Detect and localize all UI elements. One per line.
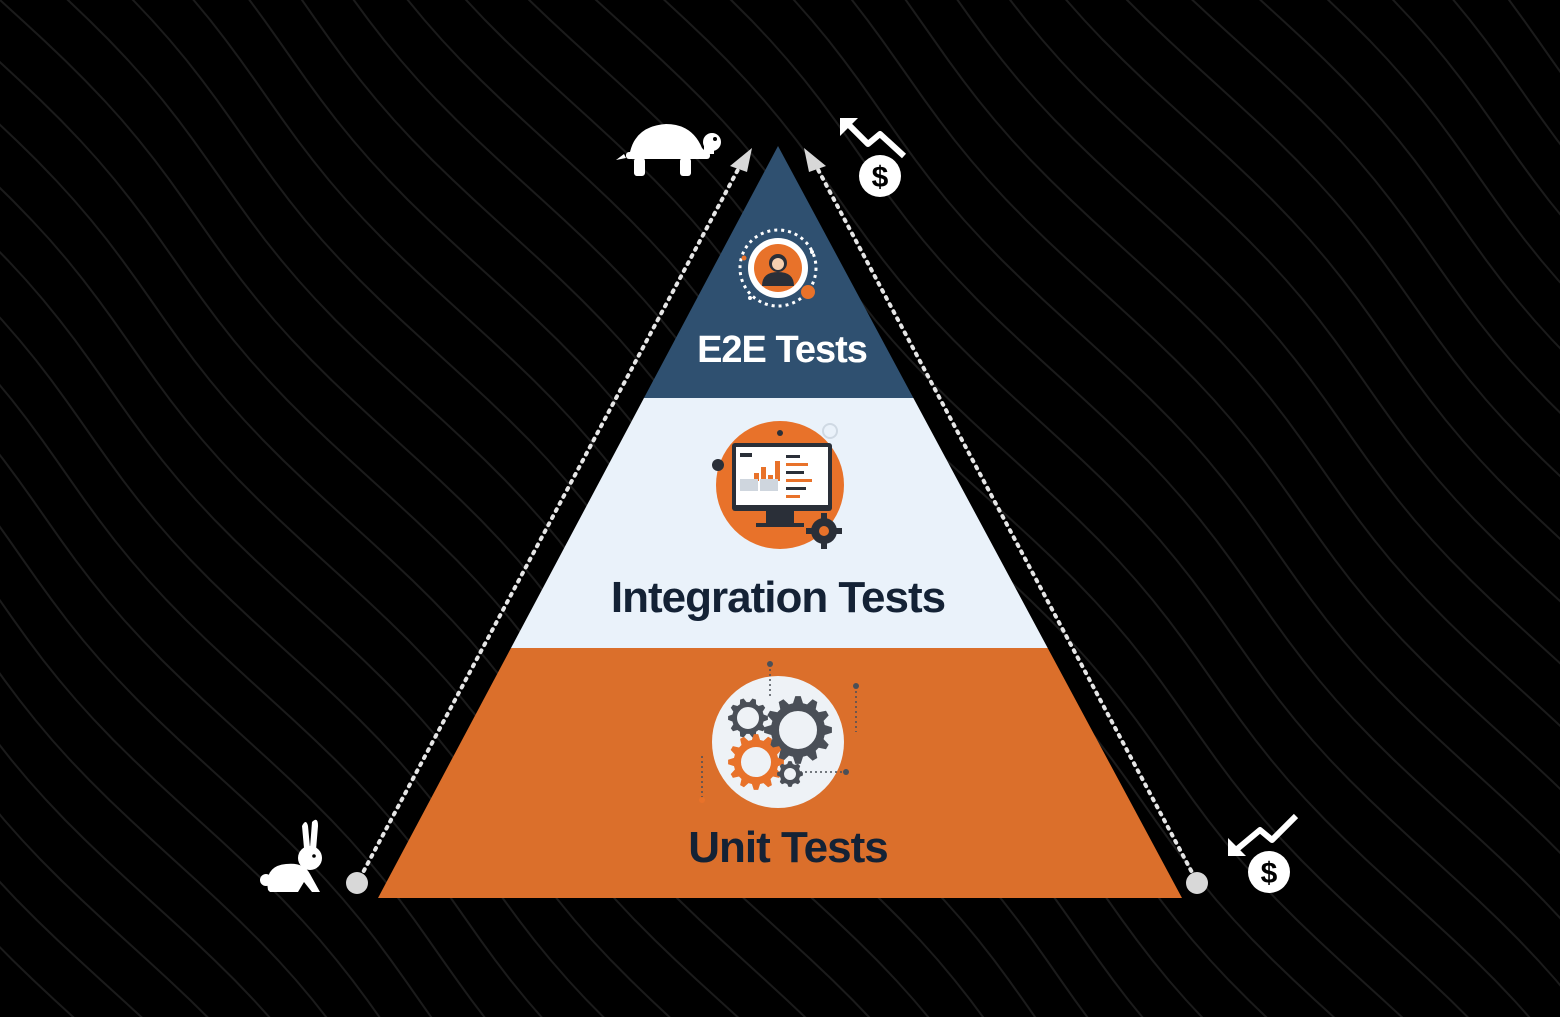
user-avatar-icon [738,228,818,308]
turtle-icon [616,124,721,176]
tier-label-integration: Integration Tests [611,573,945,622]
dollar-sign: $ [872,161,889,194]
wave-line [0,453,486,1017]
gears-icon [699,661,859,808]
tier-label-unit: Unit Tests [688,823,887,872]
wave-line [0,813,209,1017]
rabbit-icon [260,819,322,892]
dollar-sign: $ [1261,857,1278,890]
wave-line [792,0,1560,855]
tier-label-e2e: E2E Tests [697,329,867,371]
wave-line [956,0,1560,665]
wave-line [594,0,1531,1017]
wave-line [0,598,381,1017]
wave-line [1125,0,1560,478]
wave-line [1191,0,1560,414]
gear-hole [777,709,819,751]
wave-line [0,743,271,1017]
left-axis-line [358,160,744,880]
monitor-chart-icon [712,421,844,549]
wave-line [1326,0,1560,284]
wave-line [0,672,328,1017]
gear-hole [739,745,773,779]
wave-line [729,0,1560,920]
wave-line [1064,0,1560,541]
wave-line [904,0,1560,728]
right-axis-line [812,160,1197,880]
gear-hole [735,705,761,731]
wave-line [850,0,1560,791]
left-axis-origin-dot [346,872,368,894]
wave-line [1391,0,1560,216]
left-axis-arrowhead [730,148,752,172]
wave-line [1259,0,1560,350]
cost-up-icon: $ [840,118,907,197]
cost-down-icon: $ [1228,813,1299,893]
wave-line [1008,0,1560,603]
right-axis-arrowhead [804,148,826,172]
right-axis-origin-dot [1186,872,1208,894]
gear-hole [782,766,798,782]
